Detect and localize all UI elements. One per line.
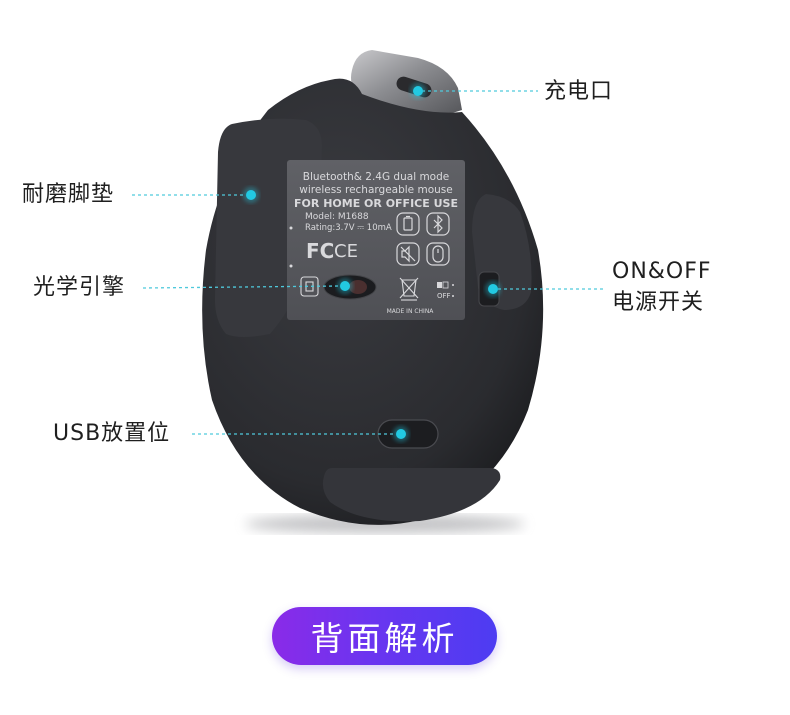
dot-power-switch xyxy=(488,284,498,294)
callout-usb-slot: USB放置位 xyxy=(53,421,171,446)
mute-icon xyxy=(396,242,420,266)
dot-usb-slot xyxy=(396,429,406,439)
bluetooth-icon xyxy=(426,212,450,236)
switch-position-icon xyxy=(437,281,454,297)
fc-mark: FC xyxy=(306,239,334,263)
callout-charging-port: 充电口 xyxy=(544,79,614,104)
mouse-icon xyxy=(426,242,450,266)
callout-feet-pads: 耐磨脚垫 xyxy=(22,182,115,207)
plate-line3: FOR HOME OR OFFICE USE xyxy=(294,197,458,210)
recycle-bin-icon xyxy=(399,277,419,301)
dot-optical-engine xyxy=(340,281,350,291)
plate-model: Model: M1688 xyxy=(305,212,369,222)
callout-power-switch-line2: 电源开关 xyxy=(612,290,705,315)
dot-feet-pads xyxy=(246,190,256,200)
dot-charging-port xyxy=(413,86,423,96)
leader-optical-engine xyxy=(142,285,341,289)
plate-line1: Bluetooth& 2.4G dual mode xyxy=(303,171,449,183)
callout-optical-engine: 光学引擎 xyxy=(33,275,126,300)
plate-rating: Rating:3.7V ⎓ 10mA xyxy=(305,223,392,233)
title-pill-label: 背面解析 xyxy=(310,619,459,658)
plate-origin: MADE IN CHINA xyxy=(387,308,435,315)
plate-line2: wireless rechargeable mouse xyxy=(299,184,452,196)
plate-dot-bottom xyxy=(289,264,293,268)
optical-sensor-lens xyxy=(349,280,367,294)
foot-pad-bottom xyxy=(322,468,501,522)
title-pill: 背面解析 xyxy=(272,607,497,665)
plate-dot-top xyxy=(289,226,293,230)
callout-power-switch-line1: ON&OFF xyxy=(612,259,712,284)
battery-icon xyxy=(396,212,420,236)
plate-switch-off: OFF xyxy=(437,292,451,300)
ce-mark: CE xyxy=(334,241,358,262)
